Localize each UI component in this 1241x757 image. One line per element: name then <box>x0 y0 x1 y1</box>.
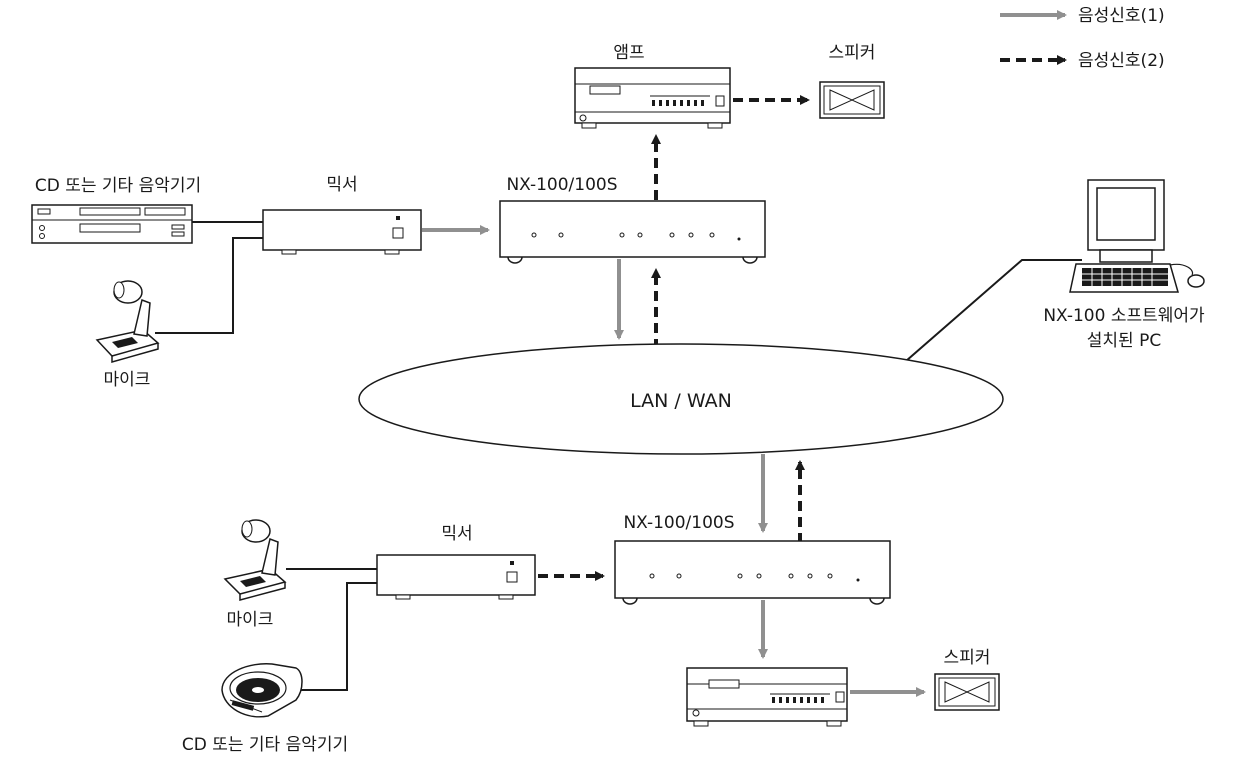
speaker-bottom <box>935 674 999 710</box>
amp-label: 앰프 <box>613 43 644 63</box>
nx-device-bottom <box>615 541 890 604</box>
cd-bottom-label: CD 또는 기타 음악기기 <box>182 735 348 755</box>
mic-top-label: 마이크 <box>104 370 151 390</box>
nx-top-label: NX-100/100S <box>506 175 617 195</box>
nx-device-top <box>500 201 765 263</box>
pc-computer <box>1070 180 1204 292</box>
speaker-top-label: 스피커 <box>829 43 876 63</box>
speaker-bottom-label: 스피커 <box>944 648 991 668</box>
cd-player-top <box>32 205 192 243</box>
speaker-top <box>820 82 884 118</box>
mixer-bottom <box>377 555 535 599</box>
cd-player-bottom <box>222 664 302 717</box>
amplifier-bottom <box>687 668 847 726</box>
cd-bottom-wire <box>299 583 377 690</box>
mixer-bottom-label: 믹서 <box>441 524 472 544</box>
legend-signal2-label: 음성신호(2) <box>1078 51 1165 71</box>
network-label: LAN / WAN <box>630 390 732 412</box>
mic-bottom-label: 마이크 <box>227 610 274 630</box>
mic-top-wire <box>155 238 263 333</box>
cd-top-label: CD 또는 기타 음악기기 <box>35 176 201 196</box>
mixer-top-label: 믹서 <box>326 175 357 195</box>
mixer-top <box>263 210 421 254</box>
pc-label-line1: NX-100 소프트웨어가 <box>1043 306 1205 326</box>
nx-bottom-label: NX-100/100S <box>623 513 734 533</box>
microphone-top <box>97 281 158 362</box>
pc-label-line2: 설치된 PC <box>1087 331 1161 351</box>
microphone-bottom <box>225 520 285 600</box>
legend-signal1-label: 음성신호(1) <box>1078 6 1165 26</box>
legend: 음성신호(1) 음성신호(2) <box>1000 6 1165 71</box>
amplifier-top <box>575 68 730 128</box>
